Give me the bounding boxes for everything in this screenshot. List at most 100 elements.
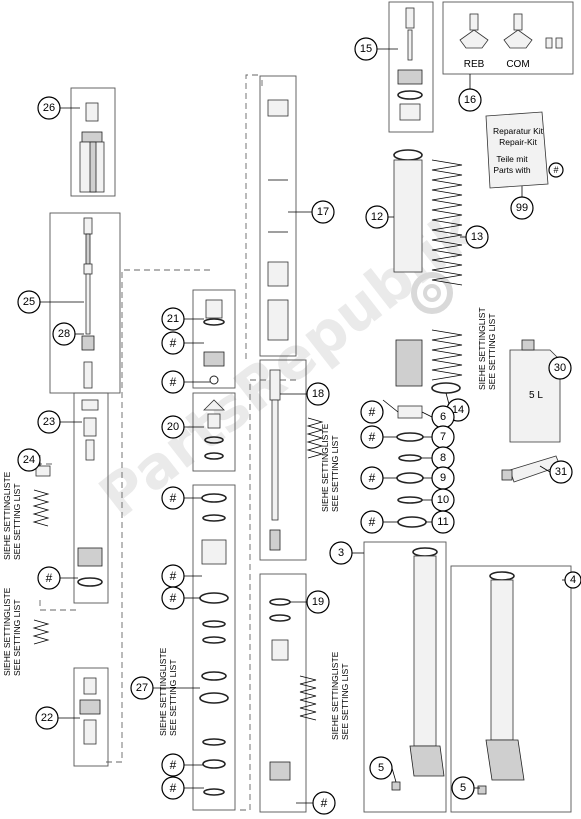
callout-99[interactable]: 99 bbox=[510, 196, 534, 220]
leader-lines bbox=[39, 48, 571, 804]
callout-7[interactable]: 7 bbox=[431, 425, 455, 449]
setting-label-de: SIEHE SETTINGLISTE bbox=[2, 587, 12, 676]
part-22-icon bbox=[79, 677, 101, 745]
svg-text:24: 24 bbox=[23, 454, 35, 466]
svg-text:#: # bbox=[170, 591, 177, 605]
frame-4 bbox=[450, 565, 572, 813]
callout-17[interactable]: 17 bbox=[311, 200, 335, 224]
hash-callout[interactable]: # bbox=[360, 466, 384, 490]
callout-21[interactable]: 21 bbox=[161, 307, 185, 331]
svg-text:30: 30 bbox=[554, 362, 566, 374]
repair-kit-card: Reparatur Kit Repair-Kit Teile mit Parts… bbox=[485, 111, 549, 189]
svg-text:21: 21 bbox=[167, 313, 179, 325]
callout-3[interactable]: 3 bbox=[329, 541, 353, 565]
callout-23[interactable]: 23 bbox=[37, 410, 61, 434]
hash-callout[interactable]: # bbox=[37, 566, 61, 590]
svg-text:#: # bbox=[170, 336, 177, 350]
hash-callout[interactable]: # bbox=[161, 753, 185, 777]
frame-26 bbox=[70, 87, 116, 197]
callout-6[interactable]: 6 bbox=[431, 405, 455, 429]
part-4-fork-leg-icon bbox=[477, 571, 525, 795]
callout-8[interactable]: 8 bbox=[431, 446, 455, 470]
frame-3 bbox=[363, 541, 447, 813]
part-3-fork-leg-icon bbox=[391, 547, 445, 791]
svg-text:#: # bbox=[170, 491, 177, 505]
callout-5-right[interactable]: 5 bbox=[451, 776, 475, 800]
hash-callout[interactable]: # bbox=[161, 370, 185, 394]
svg-text:#: # bbox=[170, 758, 177, 772]
part-tube-bottom-icon bbox=[395, 339, 461, 394]
part-25-rod-icon bbox=[81, 217, 95, 389]
svg-text:16: 16 bbox=[464, 94, 476, 106]
hash-callout[interactable]: # bbox=[312, 791, 336, 815]
callout-20[interactable]: 20 bbox=[161, 415, 185, 439]
callout-4[interactable]: 4 bbox=[564, 571, 581, 589]
hash-callout[interactable]: # bbox=[360, 400, 384, 424]
reb-label: REB bbox=[464, 59, 485, 70]
hash-callout-kit[interactable]: # bbox=[548, 162, 564, 178]
hash-callout[interactable]: # bbox=[161, 586, 185, 610]
frame-17 bbox=[259, 75, 297, 357]
svg-text:#: # bbox=[369, 515, 376, 529]
part-18-icon bbox=[269, 369, 324, 551]
callout-12[interactable]: 12 bbox=[365, 205, 389, 229]
svg-text:14: 14 bbox=[452, 404, 464, 416]
callout-24[interactable]: 24 bbox=[17, 448, 41, 472]
kit-line-3: Teile mit bbox=[496, 154, 528, 164]
hash-callout[interactable]: # bbox=[161, 564, 185, 588]
callout-25[interactable]: 25 bbox=[17, 290, 41, 314]
callout-19[interactable]: 19 bbox=[306, 590, 330, 614]
hash-callout[interactable]: # bbox=[161, 486, 185, 510]
hash-callout[interactable]: # bbox=[360, 510, 384, 534]
setting-label-en: SEE SETTING LIST bbox=[330, 435, 340, 512]
callout-5-left[interactable]: 5 bbox=[369, 756, 393, 780]
setting-label-de: SIEHE SETTINGLISTE bbox=[320, 423, 330, 512]
callout-18[interactable]: 18 bbox=[306, 382, 330, 406]
callout-31[interactable]: 31 bbox=[549, 460, 573, 484]
frame-20 bbox=[192, 392, 236, 472]
callout-13[interactable]: 13 bbox=[465, 225, 489, 249]
watermark: PartsRepublik bbox=[87, 195, 491, 531]
part-21-icon bbox=[203, 299, 225, 385]
callout-10[interactable]: 10 bbox=[431, 488, 455, 512]
svg-text:19: 19 bbox=[312, 596, 324, 608]
setting-list-labels: SIEHE SETTINGLISTE SEE SETTING LIST SIEH… bbox=[2, 307, 497, 740]
svg-text:7: 7 bbox=[440, 431, 446, 443]
callout-28[interactable]: 28 bbox=[52, 322, 76, 346]
callout-22[interactable]: 22 bbox=[35, 706, 59, 730]
kit-line-4: Parts with bbox=[493, 165, 531, 175]
watermark-text: PartsRepublik bbox=[87, 195, 491, 531]
hash-callout[interactable]: # bbox=[161, 776, 185, 800]
frame-19 bbox=[259, 573, 307, 813]
svg-text:#: # bbox=[321, 796, 328, 810]
frame-23 bbox=[73, 392, 109, 604]
callout-30[interactable]: 30 bbox=[548, 356, 572, 380]
svg-text:#: # bbox=[369, 405, 376, 419]
callout-16[interactable]: 16 bbox=[458, 88, 482, 112]
frame-18 bbox=[259, 359, 307, 561]
callout-15[interactable]: 15 bbox=[354, 37, 378, 61]
frame-21 bbox=[192, 289, 236, 389]
svg-text:5: 5 bbox=[378, 762, 384, 774]
svg-text:#: # bbox=[170, 375, 177, 389]
svg-text:#: # bbox=[46, 571, 53, 585]
hash-callout[interactable]: # bbox=[161, 331, 185, 355]
part-30-oil-can-icon: 5 L bbox=[509, 339, 561, 443]
setting-label-de: SIEHE SETTINGLISTE bbox=[330, 651, 340, 740]
svg-text:12: 12 bbox=[371, 211, 383, 223]
svg-text:28: 28 bbox=[58, 328, 70, 340]
com-label: COM bbox=[506, 59, 529, 70]
callout-26[interactable]: 26 bbox=[37, 96, 61, 120]
oil-can-label: 5 L bbox=[529, 390, 543, 401]
part-24-spring-icon bbox=[32, 465, 51, 645]
frame-15 bbox=[388, 1, 434, 133]
part-12-tube-icon bbox=[393, 149, 423, 273]
callout-27[interactable]: 27 bbox=[130, 676, 154, 700]
part-callouts: 26 25 28 23 24 22 21 20 27 17 18 19 15 1… bbox=[17, 37, 581, 800]
setting-label-en: SEE SETTING LIST bbox=[12, 483, 22, 560]
hash-callout[interactable]: # bbox=[360, 425, 384, 449]
setting-label-de: SIEHE SETTINGLISTE bbox=[158, 647, 168, 736]
callout-9[interactable]: 9 bbox=[431, 466, 455, 490]
part-20-icon bbox=[203, 399, 225, 460]
callout-11[interactable]: 11 bbox=[431, 510, 455, 534]
